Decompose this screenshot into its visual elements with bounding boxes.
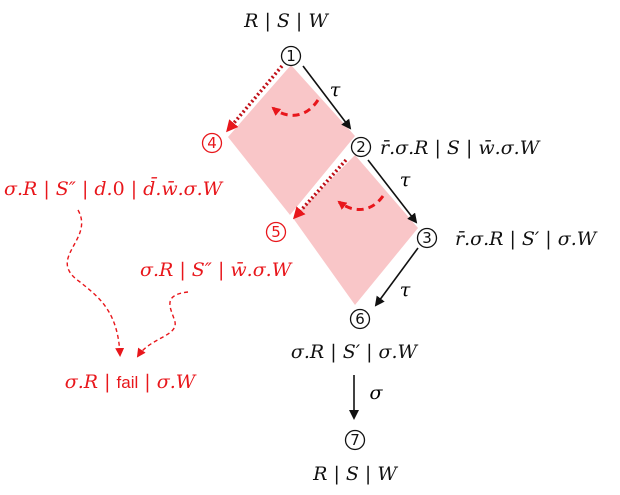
fail-state-label: σ.R | fail | σ.W bbox=[65, 371, 197, 393]
fail-label-word: fail bbox=[117, 373, 139, 392]
node-3-number: 3 bbox=[422, 229, 432, 247]
fail-label-pre: σ.R | bbox=[65, 371, 117, 393]
state-label-4-pre: σ.R | S″ | d. bbox=[4, 178, 113, 200]
node-2-number: 2 bbox=[356, 138, 366, 156]
pink-region-lower bbox=[293, 155, 418, 305]
state-label-4-post: | d̄.w̄.σ.W bbox=[125, 176, 224, 200]
node-1: 1 bbox=[280, 45, 302, 67]
red-dotted-arrow-1-4 bbox=[226, 64, 284, 133]
node-4-number: 4 bbox=[207, 134, 217, 152]
pink-region-upper bbox=[228, 65, 355, 215]
red-path-5-to-fail bbox=[136, 291, 189, 358]
node-7: 7 bbox=[344, 429, 366, 451]
node-1-number: 1 bbox=[286, 47, 296, 65]
node-6-number: 6 bbox=[355, 310, 365, 328]
node-1-circle bbox=[280, 45, 302, 67]
state-label-1: R | S | W bbox=[243, 10, 329, 32]
transition-label-6-7: σ bbox=[370, 382, 384, 404]
node-5-number: 5 bbox=[271, 223, 281, 241]
node-7-number: 7 bbox=[350, 431, 360, 449]
fail-label-post: | σ.W bbox=[138, 371, 196, 393]
red-curved-arrow-lower bbox=[337, 195, 385, 211]
transition-arrow-2-3 bbox=[367, 159, 418, 224]
state-label-4-zero: 0 bbox=[113, 178, 125, 200]
state-label-7: R | S | W bbox=[312, 463, 398, 485]
node-3-circle bbox=[416, 227, 438, 249]
red-dotted-arrow-2-5 bbox=[292, 158, 348, 220]
red-curved-arrow-upper bbox=[271, 99, 320, 117]
node-6-circle bbox=[349, 308, 371, 330]
state-label-2: r̄.σ.R | S | w̄.σ.W bbox=[380, 137, 541, 159]
node-5-circle bbox=[265, 221, 287, 243]
state-label-5: σ.R | S″ | w̄.σ.W bbox=[140, 259, 293, 281]
node-7-circle bbox=[344, 429, 366, 451]
red-path-4-to-fail bbox=[66, 209, 125, 357]
transition-label-1-2: τ bbox=[330, 79, 341, 101]
node-6: 6 bbox=[349, 308, 371, 330]
transition-arrow-1-2 bbox=[302, 65, 352, 130]
node-4-circle bbox=[201, 132, 223, 154]
transition-arrow-3-6 bbox=[374, 247, 419, 307]
node-5: 5 bbox=[265, 221, 287, 243]
node-3: 3 bbox=[416, 227, 438, 249]
state-label-4: σ.R | S″ | d.0 | d̄.w̄.σ.W bbox=[4, 176, 224, 200]
state-label-3: r̄.σ.R | S′ | σ.W bbox=[455, 228, 598, 250]
node-4: 4 bbox=[201, 132, 223, 154]
state-label-6: σ.R | S′ | σ.W bbox=[291, 341, 419, 363]
transition-label-3-6: τ bbox=[400, 279, 411, 301]
transition-label-2-3: τ bbox=[400, 169, 411, 191]
node-2: 2 bbox=[350, 136, 372, 158]
node-2-circle bbox=[350, 136, 372, 158]
